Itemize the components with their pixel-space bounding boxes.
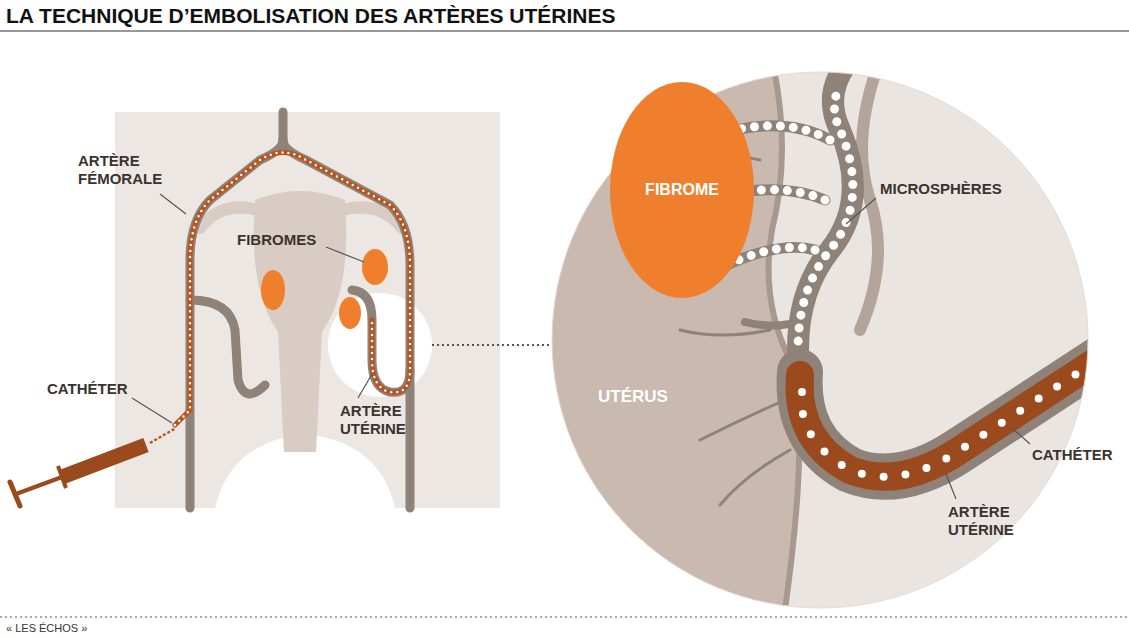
- zoom-view-part-part: [735, 126, 830, 140]
- zoom-view-part-part: [798, 90, 853, 380]
- body-overview-part: [362, 249, 388, 285]
- zoom-view-part-part: [680, 330, 770, 335]
- body-overview-part: [339, 297, 361, 329]
- leader-lines-part: [946, 474, 956, 499]
- node-label: FIBROME: [645, 181, 719, 199]
- leader-lines-part: [326, 247, 364, 262]
- body-overview-part: [115, 112, 500, 508]
- body-overview-part: [175, 153, 410, 426]
- body-overview-part-part: [190, 300, 265, 394]
- part-label: ARTÈRE UTÉRINE: [340, 402, 435, 438]
- zoom-view-part-part: [735, 126, 830, 140]
- part-label: ARTÈRE UTÉRINE: [948, 503, 1043, 539]
- zoom-view-part-part: [798, 60, 853, 380]
- part-label: CATHÉTER: [1032, 446, 1113, 464]
- syringe-part: [10, 482, 20, 506]
- body-overview-part: [261, 270, 285, 310]
- zoom-outline: [552, 72, 1088, 608]
- body-overview: [115, 112, 556, 508]
- leader-lines: [132, 194, 1030, 499]
- zoom-view-part: [540, 60, 1100, 630]
- title: LA TECHNIQUE D’EMBOLISATION DES ARTÈRES …: [6, 4, 615, 28]
- syringe-part: [150, 428, 176, 443]
- fibroid-node: FIBROME: [610, 82, 754, 298]
- leader-lines-part: [160, 194, 186, 214]
- syringe: [10, 428, 176, 506]
- frame-rules-part: [0, 31, 1129, 32]
- fibroid-ellipse: [610, 82, 754, 298]
- zoom-view-part-part: [700, 400, 785, 440]
- zoom-view: [540, 60, 1110, 630]
- leader-lines-part: [1012, 428, 1030, 444]
- frame-rules-part: [0, 617, 1129, 618]
- part-label: ARTÈRE FÉMORALE: [78, 152, 178, 188]
- body-overview-part-part: [352, 290, 410, 392]
- leader-lines-part: [358, 374, 372, 398]
- body-overview-part-part: [190, 140, 283, 508]
- zoom-view-part: [540, 60, 799, 630]
- leader-lines-part: [132, 398, 172, 423]
- part-label: MICROSPHÈRES: [880, 180, 1002, 198]
- body-overview-part: [175, 153, 410, 426]
- part-label: CATHÉTER: [47, 380, 128, 398]
- syringe-part: [62, 445, 146, 477]
- syringe-part: [16, 477, 62, 494]
- body-overview-part: [200, 207, 258, 228]
- caption: « LES ÉCHOS »: [6, 622, 87, 635]
- body-overview-part-part: [283, 140, 410, 508]
- body-overview-part: [190, 112, 410, 508]
- region-label: UTÉRUS: [598, 388, 668, 406]
- zoom-view-part-part: [720, 450, 790, 505]
- leader-lines-part: [846, 198, 876, 224]
- part-label: FIBROMES: [237, 231, 316, 249]
- body-overview-part: [432, 344, 556, 346]
- body-overview-part: [254, 191, 347, 452]
